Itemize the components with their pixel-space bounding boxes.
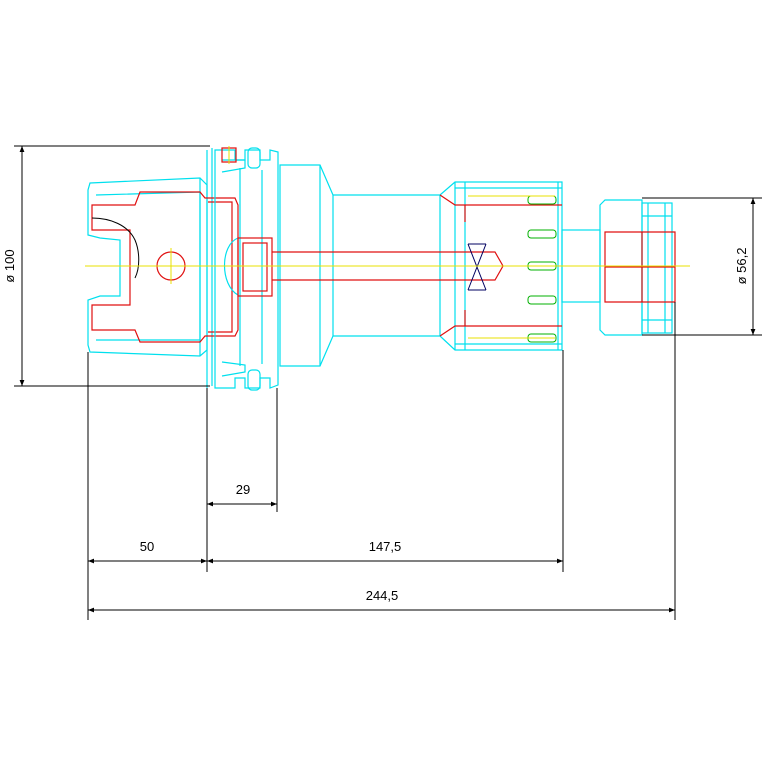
dimension-label-50: 50: [140, 539, 154, 554]
dimension-244-5: 244,5: [88, 588, 675, 613]
extension-lines: [87, 302, 676, 620]
left-insert: [91, 191, 239, 343]
dimension-diameter-56: ø 56,2: [642, 197, 762, 336]
dimension-label-29: 29: [236, 482, 250, 497]
dimension-29: 29: [207, 482, 277, 507]
contact-carrier: [237, 194, 562, 337]
dimension-label-244-5: 244,5: [366, 588, 399, 603]
dimension-label-147-5: 147,5: [369, 539, 402, 554]
dimension-50: 50: [88, 539, 207, 564]
left-housing: [87, 148, 213, 388]
dimension-147-5: 147,5: [207, 539, 563, 564]
right-plug: [561, 199, 676, 336]
dimension-diameter-100: ø 100: [2, 145, 210, 387]
coupling-rings: [214, 146, 279, 391]
dimension-label-diameter-56: ø 56,2: [734, 248, 749, 285]
contact-pins: [468, 195, 557, 343]
dimension-label-diameter-100: ø 100: [2, 249, 17, 282]
